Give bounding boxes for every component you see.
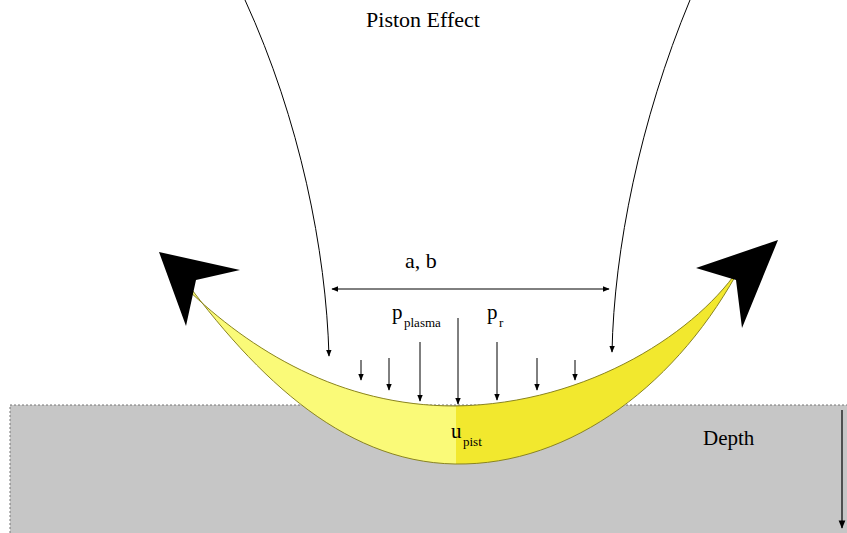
plasma-streamline [245, 0, 329, 356]
velocity-symbol: u [451, 421, 462, 442]
dimension-label: a, b [405, 250, 437, 272]
depth-arrow [841, 410, 842, 528]
velocity-subscript: pist [463, 435, 482, 448]
pressure-subscript: r [499, 316, 503, 329]
depth-label: Depth [703, 428, 754, 449]
pressure-symbol: p [392, 302, 403, 323]
plasma-streamline [612, 0, 690, 352]
flow-arrowhead [159, 252, 240, 326]
pressure-subscript: plasma [404, 316, 441, 329]
diagram-title: Piston Effect [366, 9, 480, 31]
dimension-arrow [332, 289, 609, 290]
piston-crescent [170, 260, 742, 464]
pressure-symbol: p [487, 302, 498, 323]
pressure-arrows [361, 318, 575, 404]
flow-arrowhead [696, 240, 778, 328]
